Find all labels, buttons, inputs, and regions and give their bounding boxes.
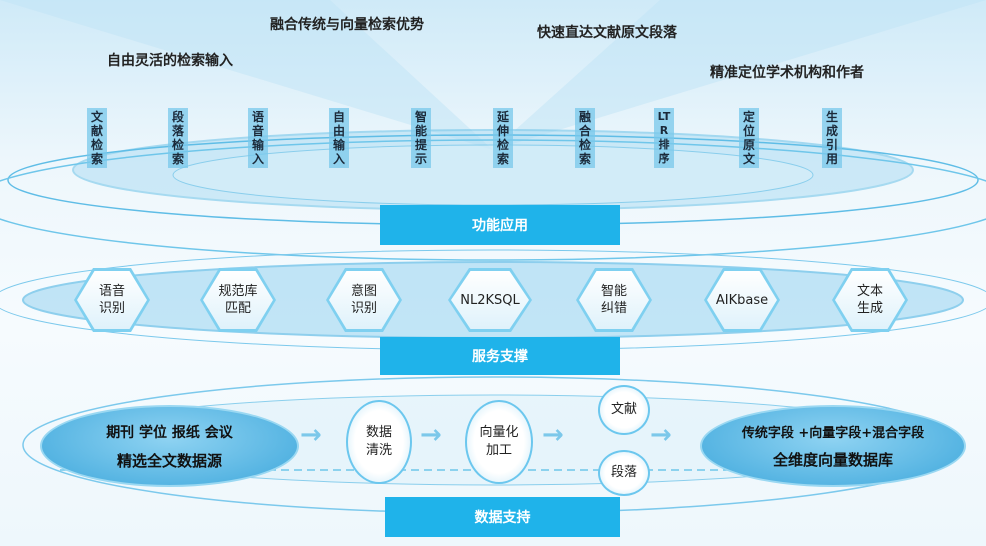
data-source-ellipse: 期刊 学位 报纸 会议 精选全文数据源 [40, 405, 299, 487]
function-item: 文献检索 [87, 108, 107, 168]
step-vectorization: 向量化加工 [465, 400, 533, 484]
arrow-right-icon: → [542, 420, 564, 450]
function-item: 延伸检索 [493, 108, 513, 168]
vector-db-ellipse: 传统字段 +向量字段+混合字段 全维度向量数据库 [700, 405, 966, 487]
function-item: 语音输入 [248, 108, 268, 168]
branch-literature: 文献 [598, 385, 650, 435]
data-source-types: 期刊 学位 报纸 会议 [106, 424, 233, 441]
layer-data-label: 数据支持 [385, 497, 620, 537]
headline-precise-locate: 精准定位学术机构和作者 [710, 65, 864, 81]
headline-flexible-input: 自由灵活的检索输入 [107, 53, 233, 69]
data-source-title: 精选全文数据源 [116, 451, 222, 470]
vector-db-title: 全维度向量数据库 [772, 451, 893, 469]
service-hexagon: 文本生成 [832, 268, 908, 332]
branch-paragraph: 段落 [598, 450, 650, 496]
layer-function-label: 功能应用 [380, 205, 620, 245]
function-item: 段落检索 [168, 108, 188, 168]
function-item: 生成引用 [822, 108, 842, 168]
function-item: LTR排序 [654, 108, 674, 168]
function-item: 自由输入 [329, 108, 349, 168]
vector-db-fields: 传统字段 +向量字段+混合字段 [741, 426, 925, 441]
service-hexagon: AIKbase [704, 268, 780, 332]
arrow-right-icon: → [650, 420, 672, 450]
service-hexagon: 智能纠错 [576, 268, 652, 332]
headline-fusion: 融合传统与向量检索优势 [270, 17, 424, 33]
function-item: 智能提示 [411, 108, 431, 168]
function-item: 融合检索 [575, 108, 595, 168]
headline-fast-access: 快速直达文献原文段落 [537, 25, 677, 41]
step-data-cleaning: 数据清洗 [346, 400, 412, 484]
arrow-right-icon: → [300, 420, 322, 450]
arrow-right-icon: → [420, 420, 442, 450]
function-item: 定位原文 [739, 108, 759, 168]
layer-service-label: 服务支撑 [380, 337, 620, 375]
